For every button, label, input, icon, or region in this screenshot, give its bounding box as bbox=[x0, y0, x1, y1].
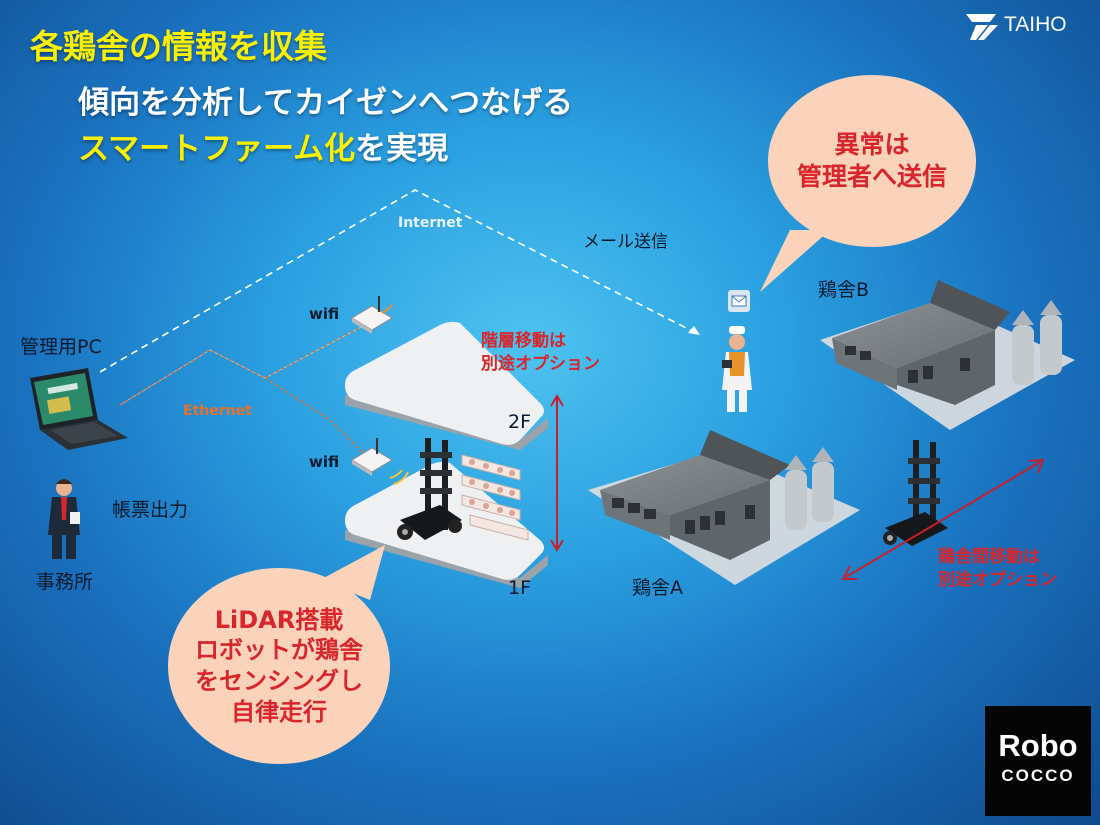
house-move-arrow bbox=[841, 458, 1045, 580]
ethernet-line bbox=[119, 324, 366, 456]
router-bottom-icon bbox=[351, 438, 409, 485]
floor-move-arrow bbox=[550, 394, 564, 552]
office-label: 事務所 bbox=[36, 571, 94, 593]
mail-label: メール送信 bbox=[583, 232, 668, 252]
pc-label: 管理用PC bbox=[20, 336, 102, 358]
mail-icon bbox=[728, 290, 750, 312]
robot-bubble-line3: をセンシングし bbox=[195, 667, 363, 695]
alert-bubble-line1: 異常は bbox=[834, 130, 910, 159]
alert-bubble-line2: 管理者へ送信 bbox=[796, 162, 947, 191]
taiho-logo-icon bbox=[966, 14, 998, 40]
internet-label: Internet bbox=[398, 215, 463, 231]
subtitle-rest: を実現 bbox=[355, 131, 449, 167]
internet-line bbox=[99, 189, 701, 373]
robot-bubble-line1: LiDAR搭載 bbox=[214, 605, 344, 634]
subtitle-line2: スマートファーム化を実現 bbox=[78, 131, 449, 168]
robot-bubble: LiDAR搭載 ロボットが鶏舎 をセンシングし 自律走行 bbox=[168, 568, 390, 764]
poultry-house-a bbox=[588, 430, 860, 585]
alert-bubble-tail bbox=[760, 230, 830, 292]
poultry-house-b bbox=[820, 280, 1075, 430]
wifi-top-label: wifi bbox=[309, 305, 340, 323]
subtitle-line1: 傾向を分析してカイゼンへつなげる bbox=[78, 85, 574, 121]
house-a-label: 鶏舎A bbox=[632, 577, 683, 599]
robococco-logo: Robo COCCO bbox=[985, 706, 1091, 816]
wifi-bottom-label: wifi bbox=[309, 453, 340, 471]
router-top-icon bbox=[351, 296, 393, 334]
floor-move-note-line1: 階層移動は bbox=[481, 331, 566, 351]
alert-bubble: 異常は 管理者へ送信 bbox=[768, 75, 976, 247]
laptop-icon bbox=[30, 368, 128, 450]
floor-2f-label: 2F bbox=[508, 411, 532, 433]
office-worker-icon bbox=[48, 479, 80, 559]
floor-move-note-line2: 別途オプション bbox=[481, 354, 600, 374]
page-title: 各鶏舎の情報を収集 bbox=[30, 27, 327, 66]
robot-1f-icon bbox=[397, 438, 462, 540]
house-move-note-line2: 別途オプション bbox=[938, 570, 1057, 590]
report-label: 帳票出力 bbox=[112, 499, 189, 521]
robot-bubble-line2: ロボットが鶏舎 bbox=[195, 636, 363, 665]
logo-line2: COCCO bbox=[1001, 766, 1075, 785]
robot-between-houses-icon bbox=[883, 440, 948, 546]
floor-2f-platform bbox=[345, 321, 548, 450]
house-move-note-line1: 鶏舎間移動は bbox=[938, 547, 1040, 567]
robot-bubble-line4: 自律走行 bbox=[231, 697, 327, 726]
floor-1f-label: 1F bbox=[508, 577, 532, 599]
subtitle-highlight: スマートファーム化 bbox=[78, 131, 356, 167]
manager-icon bbox=[722, 326, 752, 412]
brand-name: TAIHO bbox=[1004, 13, 1067, 36]
cage-rack-icon bbox=[461, 454, 529, 541]
ethernet-label: Ethernet bbox=[183, 403, 252, 419]
house-b-label: 鶏舎B bbox=[818, 279, 870, 301]
logo-line1: Robo bbox=[998, 728, 1078, 763]
